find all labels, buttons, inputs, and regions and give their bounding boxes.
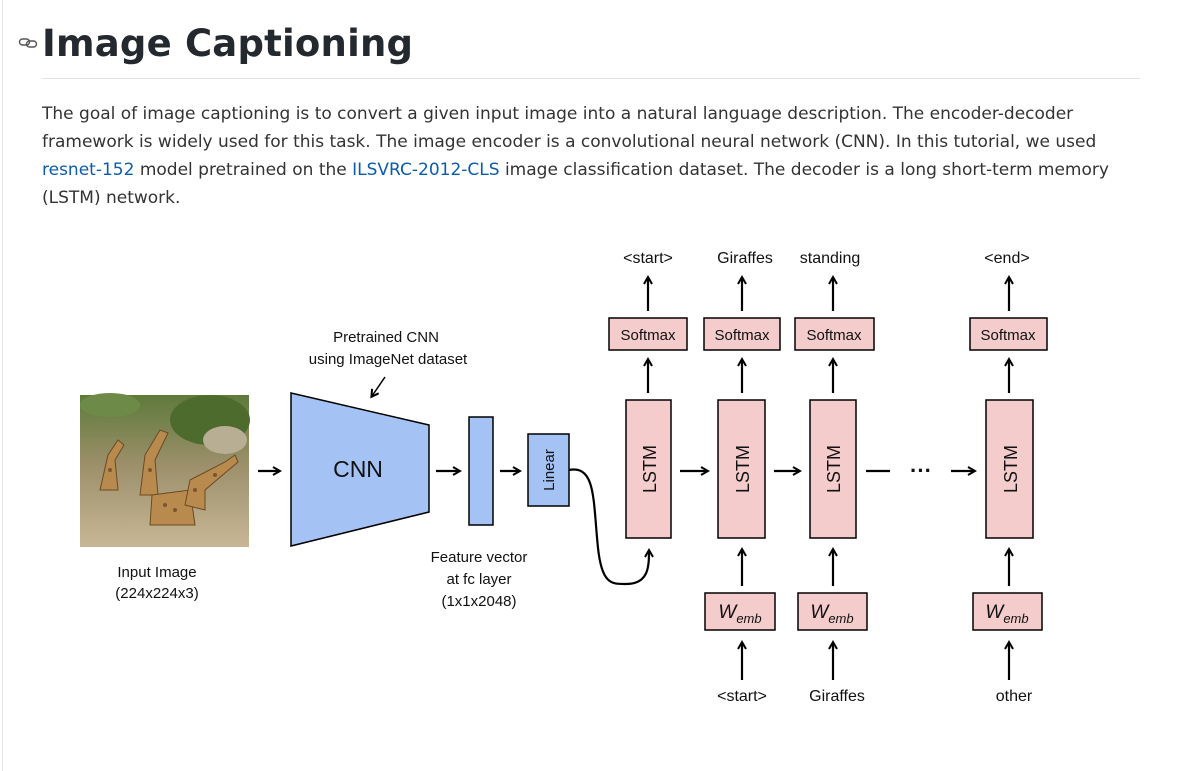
pretrained-dataset-label: using ImageNet dataset (309, 351, 468, 368)
lstm-label: LSTM (824, 445, 844, 493)
pretrained-pointer-arrow (372, 376, 386, 396)
input-image-label: Input Image (117, 564, 196, 581)
ellipsis-label: ··· (910, 458, 932, 483)
page-title: Image Captioning (42, 22, 414, 65)
content-left-border (2, 0, 3, 771)
intro-paragraph: The goal of image captioning is to conve… (42, 100, 1142, 212)
lstm-label: LSTM (1001, 445, 1021, 493)
wemb-label: Wemb (985, 602, 1028, 626)
wemb-box (972, 592, 1043, 631)
output-word: <end> (984, 250, 1029, 267)
lstm-cell (717, 399, 766, 539)
lstm-cell (985, 399, 1034, 539)
input-image (80, 393, 250, 547)
softmax-label: Softmax (806, 327, 862, 344)
wemb-label: Wemb (718, 602, 761, 626)
input-image-size-label: (224x224x3) (115, 585, 198, 602)
lstm-step-4: LSTM Softmax <end> Wemb other (969, 250, 1048, 705)
lstm-cell (625, 399, 672, 539)
output-word: Giraffes (717, 250, 773, 267)
softmax-label: Softmax (714, 327, 770, 344)
softmax-box (703, 317, 781, 351)
input-word: <start> (717, 688, 767, 705)
paragraph-text: image classification dataset. The decode… (42, 160, 1109, 208)
lstm-label: LSTM (733, 445, 753, 493)
pretrained-cnn-label: Pretrained CNN (333, 329, 439, 346)
paragraph-text: The goal of image captioning is to conve… (42, 104, 1097, 152)
lstm-step-3: LSTM Softmax standing Wemb Giraffes (794, 250, 875, 705)
softmax-label: Softmax (980, 327, 1036, 344)
linear-block (527, 433, 570, 507)
linear-label: Linear (541, 449, 558, 491)
lstm-label: LSTM (640, 445, 660, 493)
input-word: other (996, 688, 1033, 705)
lstm-step-1: LSTM Softmax <start> (608, 250, 688, 539)
lstm-step-2: LSTM Softmax Giraffes Wemb <start> (703, 250, 781, 705)
title-divider (42, 78, 1140, 79)
cnn-block (290, 392, 430, 547)
wemb-box (704, 592, 776, 631)
lstm-cell (809, 399, 857, 539)
feature-layer-label: at fc layer (446, 571, 511, 588)
softmax-box (608, 317, 688, 351)
softmax-box (969, 317, 1048, 351)
cnn-label: CNN (333, 456, 383, 482)
softmax-box (794, 317, 875, 351)
feature-vector-block (468, 416, 494, 526)
ilsvrc-link[interactable]: ILSVRC-2012-CLS (352, 160, 500, 180)
output-word: <start> (623, 250, 673, 267)
resnet-link[interactable]: resnet-152 (42, 160, 135, 180)
arrow-linear-to-lstm (568, 468, 649, 586)
softmax-label: Softmax (620, 327, 676, 344)
link-icon[interactable] (18, 36, 38, 50)
input-word: Giraffes (809, 688, 865, 705)
wemb-label: Wemb (810, 602, 853, 626)
feature-size-label: (1x1x2048) (441, 593, 516, 610)
output-word: standing (800, 250, 861, 267)
paragraph-text: model pretrained on the (134, 160, 353, 180)
feature-vector-label: Feature vector (431, 549, 528, 566)
wemb-box (797, 592, 868, 631)
